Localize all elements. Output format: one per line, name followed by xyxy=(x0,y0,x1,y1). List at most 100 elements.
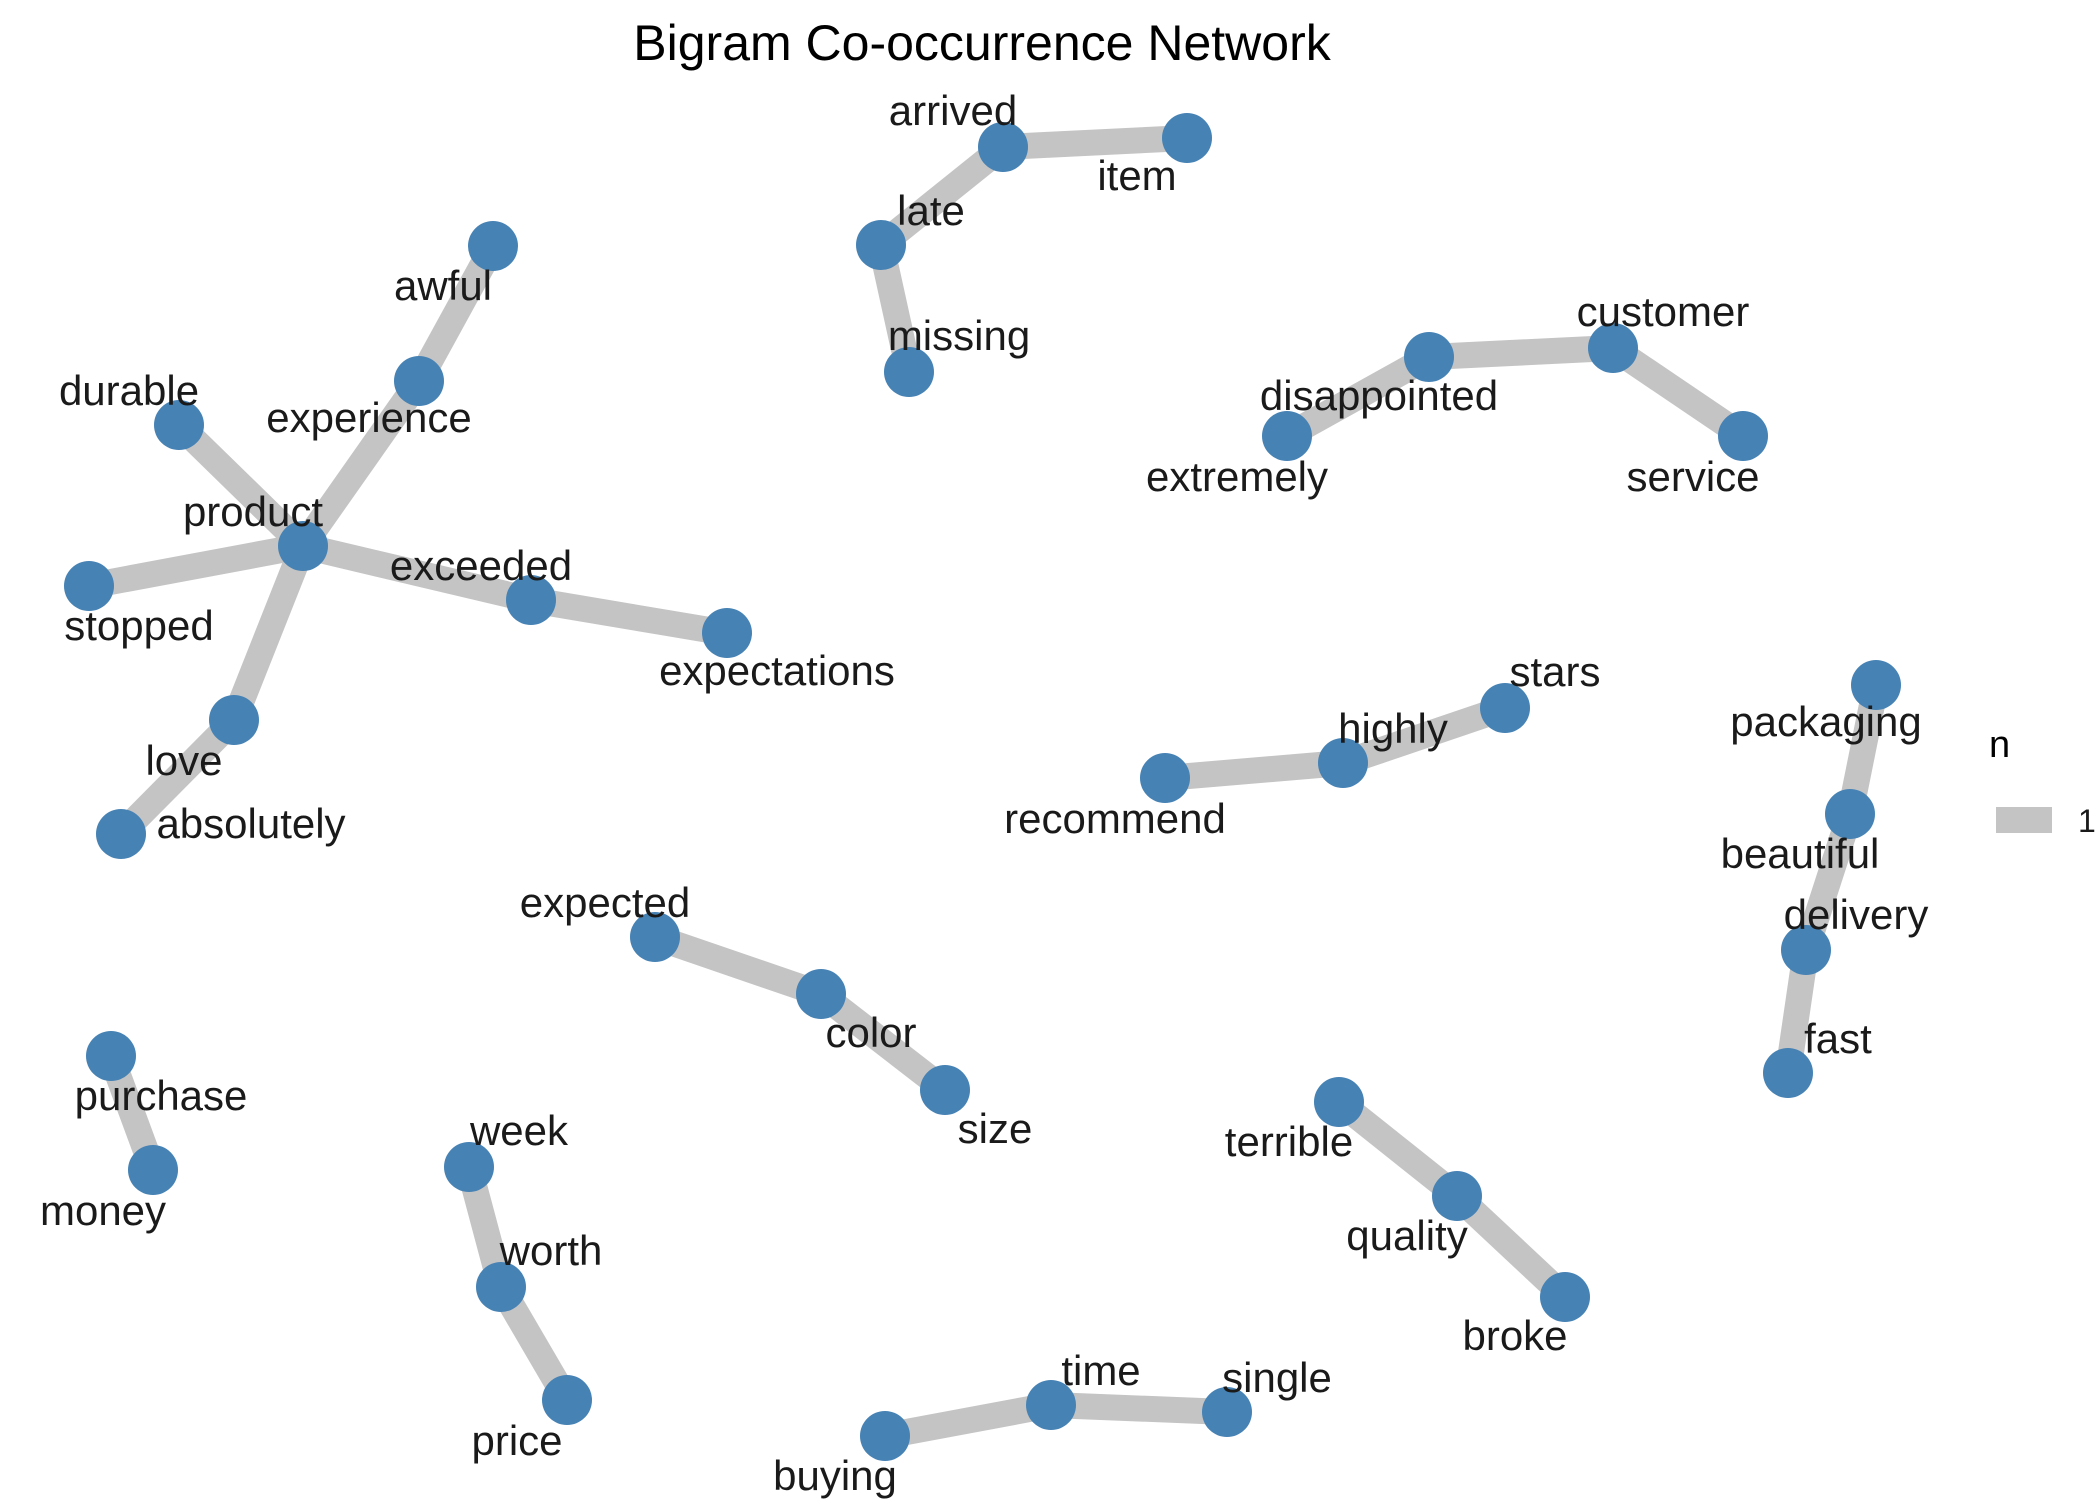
edge-time-single xyxy=(1050,1392,1228,1425)
node-fast xyxy=(1763,1048,1813,1098)
node-money xyxy=(128,1145,178,1195)
node-expectations xyxy=(702,608,752,658)
node-label-customer: customer xyxy=(1577,288,1750,335)
node-label-highly: highly xyxy=(1338,705,1448,752)
node-price xyxy=(542,1375,592,1425)
node-label-price: price xyxy=(471,1417,562,1464)
node-customer xyxy=(1588,323,1638,373)
node-label-fast: fast xyxy=(1804,1015,1872,1062)
legend-title: n xyxy=(1989,724,2010,766)
edge-buying-time xyxy=(882,1392,1054,1449)
node-label-quality: quality xyxy=(1346,1212,1467,1259)
edge-customer-service xyxy=(1605,337,1751,447)
node-label-time: time xyxy=(1061,1347,1140,1394)
node-label-recommend: recommend xyxy=(1004,795,1226,842)
node-stopped xyxy=(64,561,114,611)
node-label-absolutely: absolutely xyxy=(156,800,345,847)
node-label-single: single xyxy=(1222,1354,1332,1401)
node-purchase xyxy=(86,1031,136,1081)
node-item xyxy=(1162,113,1212,163)
edge-terrible-quality xyxy=(1330,1091,1466,1207)
edge-product-exceeded xyxy=(300,533,534,613)
node-recommend xyxy=(1140,753,1190,803)
node-missing xyxy=(884,347,934,397)
node-week xyxy=(444,1142,494,1192)
node-label-awful: awful xyxy=(394,262,492,309)
edge-experience-product xyxy=(292,373,430,554)
node-label-terrible: terrible xyxy=(1225,1118,1353,1165)
chart-title: Bigram Co-occurrence Network xyxy=(633,15,1331,71)
node-love xyxy=(209,695,259,745)
node-label-stopped: stopped xyxy=(64,602,213,649)
node-expected xyxy=(630,912,680,962)
node-time xyxy=(1026,1380,1076,1430)
edge-highly-stars xyxy=(1338,695,1510,776)
edge-recommend-highly xyxy=(1163,750,1345,791)
node-worth xyxy=(476,1262,526,1312)
node-label-beautiful: beautiful xyxy=(1721,830,1880,877)
node-label-expectations: expectations xyxy=(659,647,895,694)
node-label-item: item xyxy=(1097,152,1176,199)
node-durable xyxy=(154,400,204,450)
node-label-service: service xyxy=(1626,453,1759,500)
node-layer xyxy=(64,113,1901,1461)
node-single xyxy=(1202,1387,1252,1437)
node-absolutely xyxy=(96,809,146,859)
legend-item-label: 1 xyxy=(2078,803,2096,839)
node-label-extremely: extremely xyxy=(1146,453,1328,500)
edge-love-product xyxy=(221,541,316,725)
edge-color-size xyxy=(813,983,953,1101)
node-terrible xyxy=(1314,1077,1364,1127)
node-label-expected: expected xyxy=(520,879,690,926)
node-exceeded xyxy=(506,575,556,625)
node-packaging xyxy=(1851,660,1901,710)
node-size xyxy=(920,1065,970,1115)
node-product xyxy=(278,521,328,571)
edge-absolutely-love xyxy=(111,710,244,844)
node-label-color: color xyxy=(825,1009,916,1056)
legend: n 1 xyxy=(1989,724,2096,839)
node-experience xyxy=(394,356,444,406)
node-beautiful xyxy=(1825,789,1875,839)
node-highly xyxy=(1318,738,1368,788)
node-label-missing: missing xyxy=(888,312,1030,359)
label-layer: arriveditemlatemissingawfulexperiencedur… xyxy=(40,87,1928,1499)
node-label-durable: durable xyxy=(59,367,199,414)
edge-arrived-item xyxy=(1002,125,1188,160)
node-label-disappointed: disappointed xyxy=(1260,372,1498,419)
node-color xyxy=(796,969,846,1019)
node-label-size: size xyxy=(958,1105,1033,1152)
node-label-exceeded: exceeded xyxy=(390,542,572,589)
node-label-money: money xyxy=(40,1187,166,1234)
edge-product-stopped xyxy=(86,533,306,599)
edge-disappointed-customer xyxy=(1428,335,1614,370)
node-awful xyxy=(468,221,518,271)
node-broke xyxy=(1540,1272,1590,1322)
node-label-love: love xyxy=(145,737,222,784)
edge-durable-product xyxy=(169,415,313,556)
node-label-late: late xyxy=(897,187,965,234)
node-quality xyxy=(1432,1171,1482,1221)
node-extremely xyxy=(1262,411,1312,461)
node-label-packaging: packaging xyxy=(1730,698,1921,745)
node-stars xyxy=(1480,683,1530,733)
node-label-purchase: purchase xyxy=(75,1072,248,1119)
node-disappointed xyxy=(1404,332,1454,382)
node-delivery xyxy=(1781,925,1831,975)
node-label-delivery: delivery xyxy=(1784,891,1929,938)
node-label-product: product xyxy=(183,488,323,535)
node-label-worth: worth xyxy=(499,1227,603,1274)
edge-expected-color xyxy=(650,924,826,1007)
node-label-week: week xyxy=(469,1107,569,1154)
node-buying xyxy=(860,1411,910,1461)
node-label-broke: broke xyxy=(1462,1312,1567,1359)
node-arrived xyxy=(978,122,1028,172)
node-late xyxy=(856,220,906,270)
edge-awful-experience xyxy=(407,239,505,388)
node-label-experience: experience xyxy=(266,394,471,441)
edge-late-arrived xyxy=(872,136,1012,256)
node-service xyxy=(1718,411,1768,461)
node-label-buying: buying xyxy=(773,1452,897,1499)
edge-exceeded-expectations xyxy=(528,587,730,646)
